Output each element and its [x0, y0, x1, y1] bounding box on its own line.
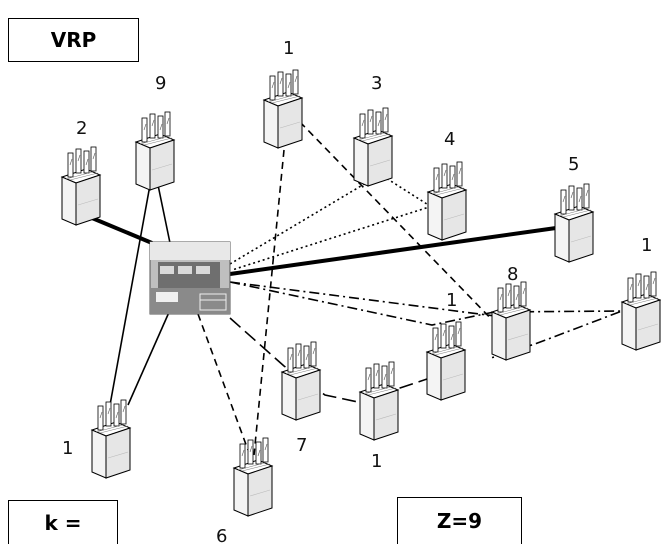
- battery-icon: [360, 362, 398, 440]
- route-edge: [254, 150, 284, 455]
- route-edge: [198, 314, 248, 450]
- customer-label: 4: [444, 129, 455, 150]
- battery-icon: [282, 342, 320, 420]
- battery-icon: [492, 282, 530, 360]
- battery-icon: [555, 184, 593, 262]
- customer-label: 6: [216, 526, 227, 544]
- customer-label: 9: [155, 73, 166, 94]
- customer-label: 2: [76, 118, 87, 139]
- route-edge: [158, 185, 170, 243]
- customer-label: 8: [507, 264, 518, 285]
- battery-icon: [427, 322, 465, 400]
- battery-icon: [136, 112, 174, 190]
- customer-label: 1: [446, 290, 457, 311]
- customer-label: 1: [371, 451, 382, 472]
- battery-icon: [92, 400, 130, 478]
- customer-label: 5: [568, 154, 579, 175]
- battery-icon: [622, 272, 660, 350]
- battery-icon: [354, 108, 392, 186]
- battery-icon: [62, 147, 100, 225]
- customer-label: 1: [62, 438, 73, 459]
- route-edge: [300, 122, 500, 328]
- customer-label: 7: [296, 435, 307, 456]
- route-edge: [230, 282, 622, 358]
- battery-icon: [264, 70, 302, 148]
- battery-icon: [428, 162, 466, 240]
- battery-icon: [234, 438, 272, 516]
- route-edge: [128, 310, 170, 405]
- depot-building: [150, 242, 230, 314]
- route-edge: [110, 185, 150, 405]
- customer-label: 3: [371, 73, 382, 94]
- route-edge: [230, 178, 430, 270]
- customer-label: 1: [641, 235, 652, 256]
- customer-label: 1: [283, 38, 294, 59]
